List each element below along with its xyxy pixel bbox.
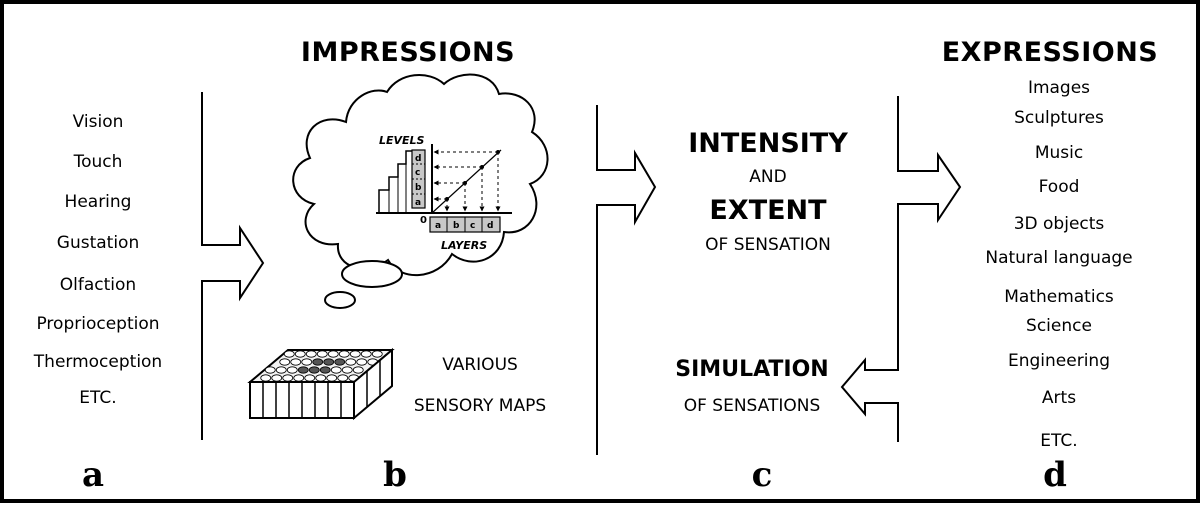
arrow-a-to-b — [201, 92, 265, 440]
map-cell — [286, 366, 298, 374]
map-cell — [326, 374, 338, 382]
map-cell — [275, 366, 287, 374]
map-cell — [371, 350, 383, 358]
sense-hearing: Hearing — [64, 192, 132, 212]
map-cell — [315, 374, 327, 382]
expression-food: Food — [1038, 177, 1080, 197]
map-cell — [356, 358, 368, 366]
sense-olfaction: Olfaction — [59, 275, 137, 295]
map-cell — [360, 350, 372, 358]
of-sensations-label: OF SENSATIONS — [683, 396, 821, 416]
map-cell — [341, 366, 353, 374]
sense-thermoception: Thermoception — [33, 352, 163, 372]
sense-vision: Vision — [72, 112, 124, 132]
various-label: VARIOUS — [442, 355, 518, 375]
levels-layers-chart: LEVELS LAYERS 0 d c b a a b c d — [376, 134, 512, 252]
expression-sculptures: Sculptures — [1014, 108, 1104, 128]
map-cell — [319, 366, 331, 374]
map-cell — [294, 350, 306, 358]
map-cell — [352, 366, 364, 374]
level-cell-d: d — [415, 154, 421, 164]
level-cell-a: a — [415, 198, 421, 208]
extent-label: EXTENT — [709, 195, 827, 226]
map-cell — [349, 350, 361, 358]
expression-etc: ETC. — [1040, 431, 1078, 451]
map-cell — [323, 358, 335, 366]
levels-label: LEVELS — [379, 134, 425, 147]
map-cell — [301, 358, 313, 366]
panel-letter-d: d — [1043, 455, 1067, 495]
of-sensation-label: OF SENSATION — [705, 235, 831, 255]
layer-cell-b: b — [453, 221, 460, 231]
map-cell — [338, 350, 350, 358]
expression-images: Images — [1027, 78, 1091, 98]
arrow-c-to-d — [840, 96, 962, 442]
sense-gustation: Gustation — [56, 233, 140, 253]
map-cell — [279, 358, 291, 366]
map-cell — [316, 350, 328, 358]
expression-3d-objects: 3D objects — [1013, 214, 1105, 234]
map-cell — [312, 358, 324, 366]
map-cell — [260, 374, 272, 382]
map-cell — [345, 358, 357, 366]
expressions-heading: EXPRESSIONS — [941, 37, 1159, 68]
arrow-b-to-c — [596, 105, 657, 455]
map-cell — [282, 374, 294, 382]
level-cell-b: b — [415, 183, 422, 193]
panel-letter-c: c — [751, 455, 773, 495]
map-cell — [293, 374, 305, 382]
intensity-label: INTENSITY — [688, 128, 848, 159]
map-cell — [297, 366, 309, 374]
map-cell — [327, 350, 339, 358]
map-cell — [334, 358, 346, 366]
simulation-label: SIMULATION — [675, 357, 829, 382]
layer-cell-c: c — [470, 221, 475, 231]
sense-etc: ETC. — [79, 388, 117, 408]
map-cell — [337, 374, 349, 382]
map-cell — [271, 374, 283, 382]
map-cell — [330, 366, 342, 374]
origin-zero-label: 0 — [420, 215, 427, 226]
impressions-heading: IMPRESSIONS — [300, 37, 516, 68]
expression-engineering: Engineering — [1008, 351, 1110, 371]
expression-natural-language: Natural language — [985, 248, 1133, 268]
expression-mathematics: Mathematics — [1004, 287, 1114, 307]
expression-science: Science — [1026, 316, 1092, 336]
map-cell — [305, 350, 317, 358]
map-cell — [283, 350, 295, 358]
sense-touch: Touch — [73, 152, 123, 172]
map-cell — [308, 366, 320, 374]
expression-arts: Arts — [1041, 388, 1077, 408]
and-label: AND — [749, 167, 787, 187]
sensory-map-block — [247, 347, 395, 421]
map-cell — [290, 358, 302, 366]
map-cell — [264, 366, 276, 374]
level-cell-c: c — [415, 168, 420, 178]
layer-cell-d: d — [487, 221, 493, 231]
panel-letter-b: b — [383, 455, 407, 495]
sensory-maps-label: SENSORY MAPS — [413, 396, 547, 416]
sense-proprioception: Proprioception — [36, 314, 160, 334]
map-cell — [304, 374, 316, 382]
expression-music: Music — [1034, 143, 1084, 163]
layers-label: LAYERS — [441, 239, 487, 252]
layer-cell-a: a — [435, 221, 441, 231]
panel-letter-a: a — [81, 455, 105, 495]
diagram-graphics: LEVELS LAYERS 0 d c b a a b c d — [201, 73, 962, 455]
